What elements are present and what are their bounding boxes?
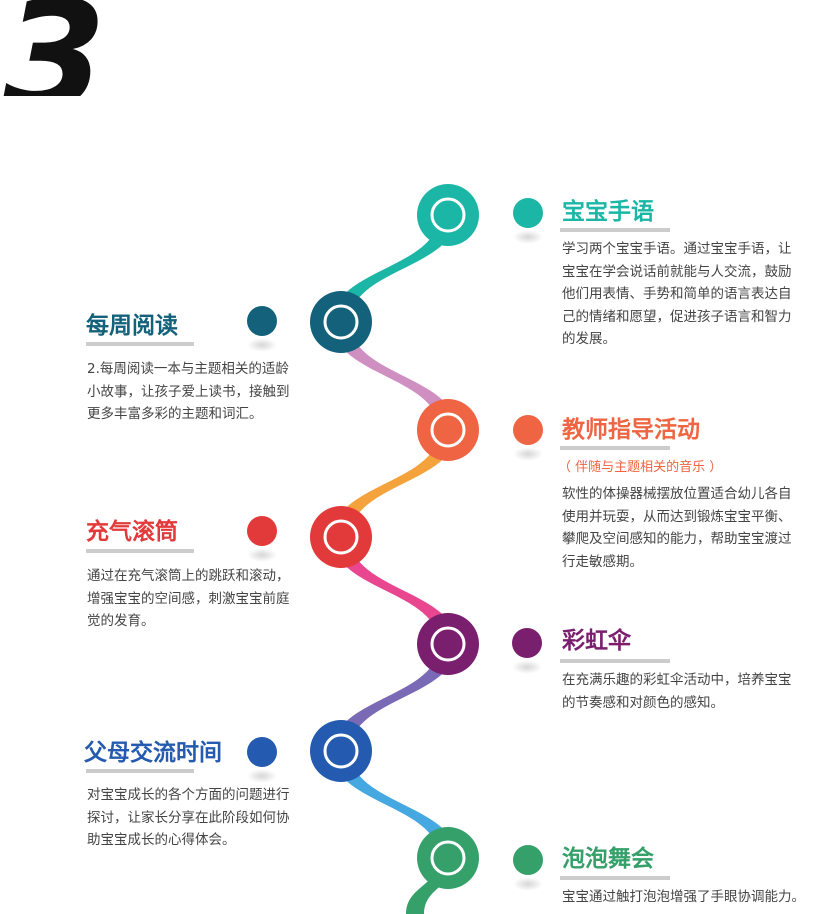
step-5-title: 彩虹伞: [562, 628, 631, 654]
step-6-title-underline: [86, 769, 194, 773]
step-7-description: 宝宝通过触打泡泡增强了手眼协调能力。: [562, 889, 805, 905]
spine-link-5: [332, 644, 457, 751]
step-3-title: 教师指导活动: [562, 417, 700, 443]
step-2-title: 每周阅读: [86, 313, 178, 339]
step-2-dot-shadow: [247, 338, 277, 352]
spine-link-6: [332, 751, 457, 858]
spine-nodes: [310, 184, 479, 889]
spine-link-2: [332, 322, 457, 430]
spine-node-5-disc: [417, 613, 479, 675]
step-7-title-underline: [560, 876, 670, 880]
step-3-subtitle: （ 伴随与主题相关的音乐 ）: [558, 460, 723, 475]
spine-node-2: [310, 291, 372, 353]
spine-node-7-disc: [417, 827, 479, 889]
spine-node-5: [417, 613, 479, 675]
step-3-title-underline: [560, 446, 670, 450]
spine-node-7-ring: [430, 840, 466, 876]
step-3-dot: [513, 415, 543, 445]
step-7-dot-shadow: [513, 877, 543, 891]
step-1-title: 宝宝手语: [562, 199, 654, 225]
step-6-title: 父母交流时间: [84, 740, 222, 766]
step-5-dot-shadow: [512, 660, 542, 674]
step-1-description: 学习两个宝宝手语。通过宝宝手语，让宝宝在学会说话前就能与人交流，鼓励他们用表情、…: [562, 241, 792, 347]
step-5-dot: [512, 628, 542, 658]
step-7-dot: [513, 845, 543, 875]
step-2-dot: [247, 306, 277, 336]
spine-link-4: [332, 537, 457, 644]
step-2-title-underline: [86, 342, 194, 346]
spine-node-3-disc: [417, 399, 479, 461]
step-3-description: 软性的体操器械摆放位置适合幼儿各自使用并玩耍，从而达到锻炼宝宝平衡、攀爬及空间感…: [562, 486, 792, 570]
spine-node-1-ring: [430, 197, 466, 233]
spine-link-3: [332, 430, 457, 537]
step-4-dot-shadow: [247, 548, 277, 562]
step-5-title-underline: [560, 659, 670, 663]
step-1-dot: [513, 198, 543, 228]
spine-node-7: [417, 827, 479, 889]
step-4-title: 充气滚筒: [86, 519, 178, 545]
step-3-dot-shadow: [513, 447, 543, 461]
step-6-dot-shadow: [247, 769, 277, 783]
step-5-description: 在充满乐趣的彩虹伞活动中，培养宝宝的节奏感和对颜色的感知。: [562, 672, 792, 711]
spine-node-6-ring: [323, 733, 359, 769]
step-1-title-underline: [560, 228, 670, 232]
step-1-dot-shadow: [513, 230, 543, 244]
step-4-dot: [247, 516, 277, 546]
spine-node-3: [417, 399, 479, 461]
spine-link-1: [332, 215, 457, 322]
step-4-title-underline: [86, 549, 194, 553]
step-6-description: 对宝宝成长的各个方面的问题进行探讨，让家长分享在此阶段如何协助宝宝成长的心得体会…: [87, 787, 290, 848]
step-2-description: 2.每周阅读一本与主题相关的适龄小故事，让孩子爱上读书，接触到更多丰富多彩的主题…: [87, 361, 290, 422]
step-7-title: 泡泡舞会: [562, 846, 654, 872]
step-6-dot: [247, 737, 277, 767]
spine-node-4-disc: [310, 506, 372, 568]
spine-node-1-disc: [417, 184, 479, 246]
step-4-description: 通过在充气滚筒上的跳跃和滚动，增强宝宝的空间感，刺激宝宝前庭觉的发育。: [87, 568, 290, 629]
spine-node-1: [417, 184, 479, 246]
page-number: 3: [2, 0, 101, 96]
spine-node-4: [310, 506, 372, 568]
spine-node-6-disc: [310, 720, 372, 782]
spine-node-2-disc: [310, 291, 372, 353]
spine-node-5-ring: [430, 626, 466, 662]
spine-node-4-ring: [323, 519, 359, 555]
spine-node-3-ring: [430, 412, 466, 448]
spine-node-6: [310, 720, 372, 782]
spine-node-2-ring: [323, 304, 359, 340]
